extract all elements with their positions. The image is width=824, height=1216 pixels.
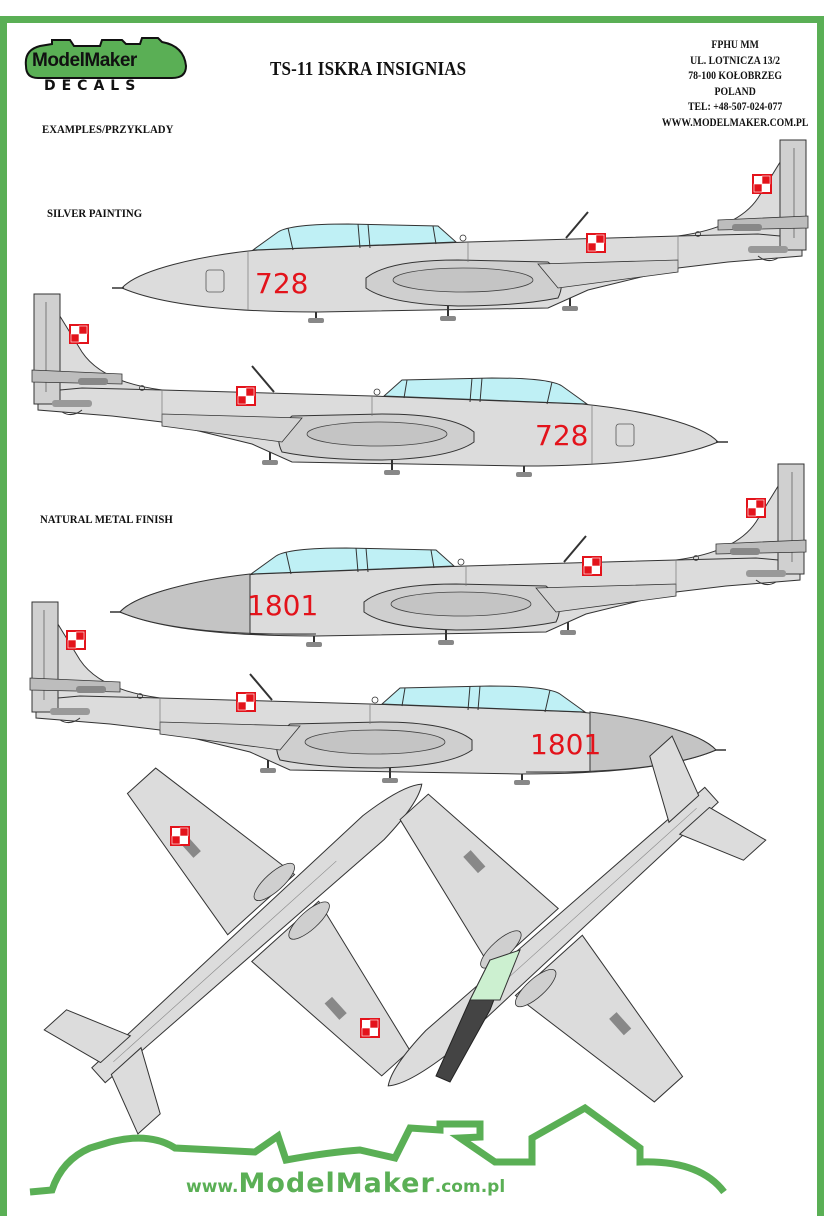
contact-street: UL. LOTNICZA 13/2 [689,54,780,67]
tail-roundel-icon [745,497,767,519]
serial-number: 1801 [530,728,601,761]
natural-metal-finish-label: NATURAL METAL FINISH [40,512,173,526]
tail-roundel-icon [751,173,773,195]
wing-roundel-icon [359,1017,381,1039]
contact-country: POLAND [714,85,756,98]
fuselage-roundel-icon [235,691,257,713]
aircraft-silver-left: 728 [31,293,729,478]
page-title: TS-11 ISKRA INSIGNIAS [270,58,467,80]
footer-brand: ModelMaker [238,1168,435,1199]
footer-suffix: .com.pl [434,1177,506,1197]
tail-roundel-icon [68,323,90,345]
serial-number: 1801 [247,589,318,622]
contact-block: FPHU MM UL. LOTNICZA 13/2 78-100 KOŁOBRZ… [661,38,808,131]
aircraft-nmf-right: 1801 [109,463,807,648]
examples-label: EXAMPLES/PRZYKLADY [42,122,174,136]
footer-website: www.ModelMaker.com.pl [186,1168,505,1199]
contact-website: WWW.MODELMAKER.COM.PL [661,116,808,129]
contact-company: FPHU MM [710,39,759,51]
contact-city: 78-100 KOŁOBRZEG [687,70,782,82]
serial-number: 728 [535,419,588,452]
footer-skyline-logo [29,1103,727,1196]
fuselage-roundel-icon [235,385,257,407]
footer-prefix: www. [186,1177,239,1197]
fuselage-roundel-icon [585,232,607,254]
tail-roundel-icon [65,629,87,651]
green-page-border [0,16,824,1216]
aircraft-bottom-view [260,646,824,1200]
fuselage-roundel-icon [581,555,603,577]
modelmaker-logo: ModelMaker DECALS [22,36,192,96]
contact-phone: TEL: +48-507-024-077 [687,101,782,113]
serial-number: 728 [255,267,308,300]
silver-painting-label: SILVER PAINTING [47,206,143,220]
logo-main-text: ModelMaker [32,50,137,71]
aircraft-silver-right: 728 [111,139,809,324]
wing-roundel-icon [169,825,191,847]
logo-sub-text: DECALS [44,78,142,94]
